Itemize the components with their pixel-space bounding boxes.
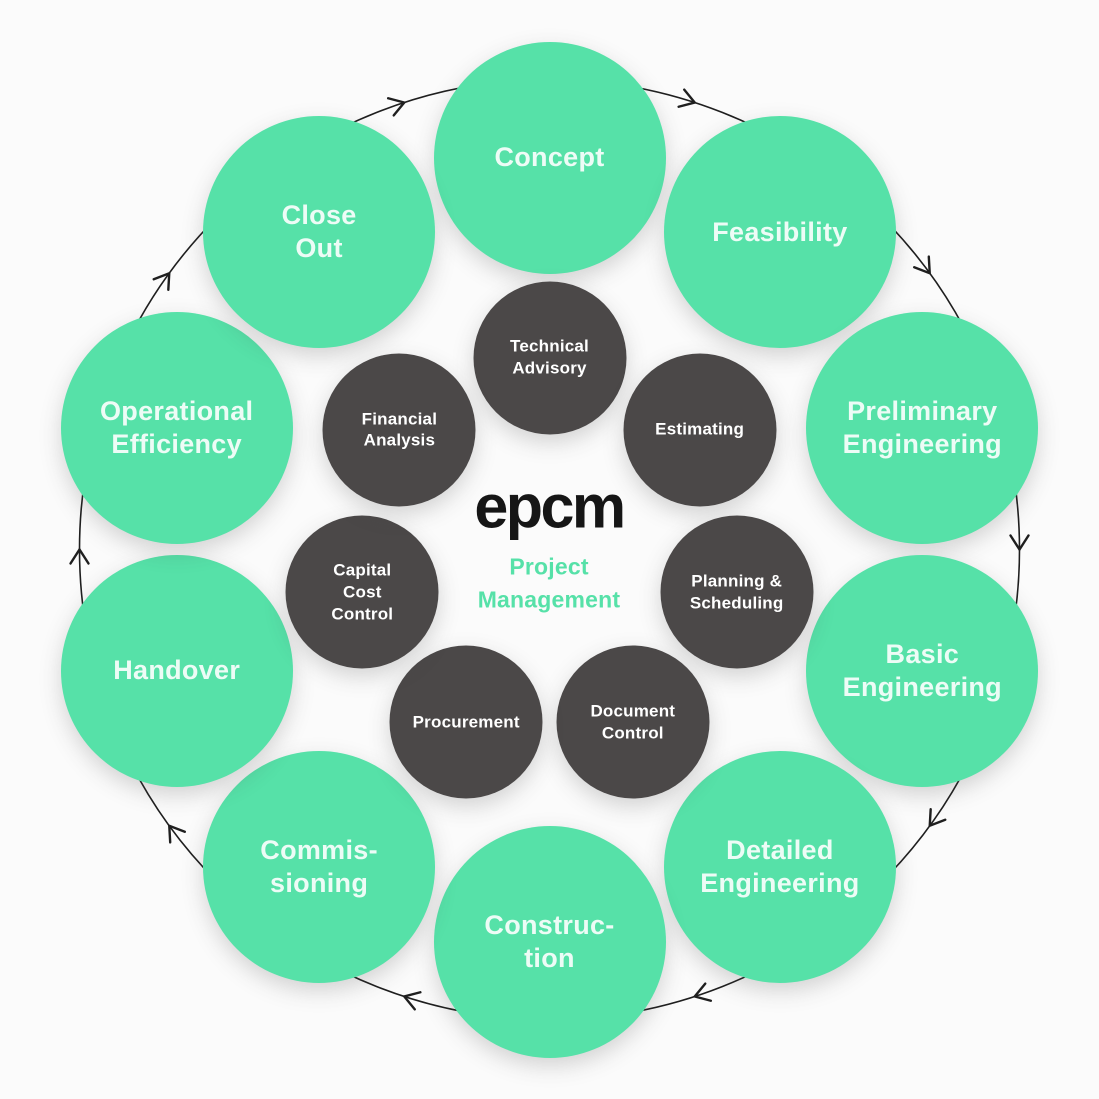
flow-arrowhead-icon <box>677 88 697 108</box>
phase-label: Feasibility <box>712 216 848 247</box>
service-circle-estimating: Estimating <box>623 353 777 507</box>
center-subtitle: Project Management <box>477 553 621 613</box>
epcm-logo: epcm <box>474 472 626 541</box>
service-label: Financial Analysis <box>361 409 438 450</box>
service-label: Capital Cost Control <box>331 560 394 624</box>
phase-label: Construc- tion <box>484 909 615 973</box>
flow-arrowhead-icon <box>402 991 422 1011</box>
phase-circle-commis-sioning: Commis- sioning <box>203 750 436 983</box>
phase-circle-operational-efficiency: Operational Efficiency <box>60 312 293 545</box>
service-circle-planning-scheduling: Planning & Scheduling <box>660 515 814 669</box>
phase-label: Close Out <box>281 200 357 264</box>
flow-arrowhead-icon <box>386 97 407 117</box>
service-label: Estimating <box>655 419 745 439</box>
service-circle-capital-cost-control: Capital Cost Control <box>285 515 439 669</box>
phase-label: Operational Efficiency <box>100 396 254 460</box>
flow-arrowhead-icon <box>913 255 932 276</box>
service-label: Document Control <box>590 701 676 743</box>
phase-circle-detailed-engineering: Detailed Engineering <box>663 750 896 983</box>
service-label: Technical Advisory <box>510 336 589 378</box>
phase-label: Detailed Engineering <box>700 834 860 898</box>
phase-label: Concept <box>494 142 605 173</box>
phase-circle-feasibility: Feasibility <box>663 116 896 349</box>
phase-circle-basic-engineering: Basic Engineering <box>806 554 1039 787</box>
flow-arrowhead-icon <box>69 547 90 565</box>
center-logo-block: epcm Project Management <box>389 472 709 618</box>
phase-circle-close-out: Close Out <box>203 116 436 349</box>
service-circle-document-control: Document Control <box>556 645 710 799</box>
phase-label: Basic Engineering <box>842 638 1002 702</box>
phase-circle-construc-tion: Construc- tion <box>433 825 666 1058</box>
phase-circle-preliminary-engineering: Preliminary Engineering <box>806 312 1039 545</box>
flow-arrowhead-icon <box>692 982 713 1002</box>
service-circle-technical-advisory: Technical Advisory <box>473 281 626 434</box>
service-label: Planning & Scheduling <box>689 571 784 613</box>
phase-label: Handover <box>113 655 241 686</box>
flow-arrowhead-icon <box>152 271 171 292</box>
service-label: Procurement <box>412 712 520 732</box>
service-circle-procurement: Procurement <box>389 645 543 799</box>
phase-label: Preliminary Engineering <box>842 396 1002 460</box>
phase-circle-concept: Concept <box>433 41 666 274</box>
flow-arrowhead-icon <box>928 807 947 828</box>
phase-label: Commis- sioning <box>260 834 378 898</box>
flow-arrowhead-icon <box>167 823 186 844</box>
service-circle-financial-analysis: Financial Analysis <box>322 353 476 507</box>
phase-circle-handover: Handover <box>60 554 293 787</box>
flow-arrowhead-icon <box>1009 534 1030 552</box>
